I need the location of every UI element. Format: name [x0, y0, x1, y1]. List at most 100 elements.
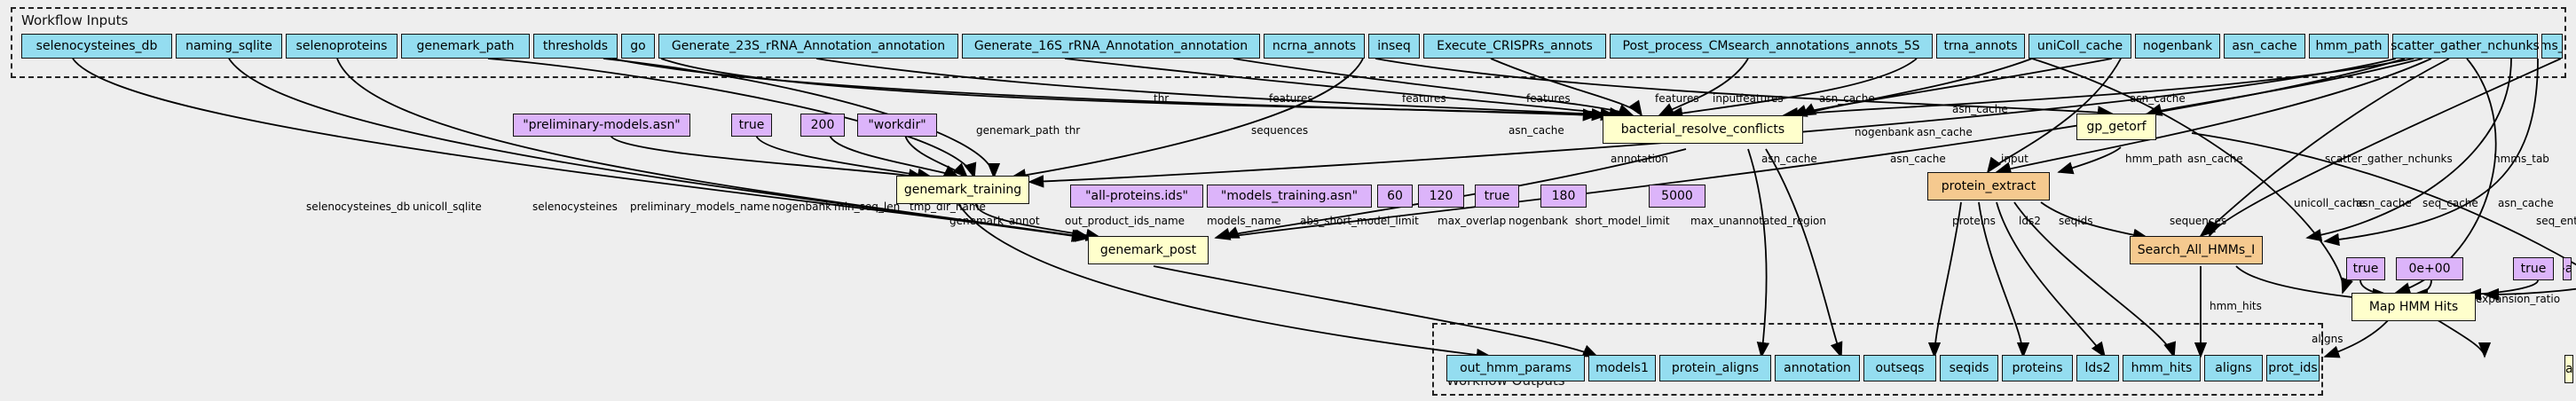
edge-scatter-search: [2305, 58, 2512, 242]
edge-seqalign-map: [2483, 287, 2576, 302]
step-get-offframe-orfs[interactable]: Get off-frame ORFs: [2564, 355, 2573, 383]
edge-asn-post: [1223, 58, 2406, 239]
default-seq-align: "seq-align": [2563, 257, 2572, 280]
step-protein-extract[interactable]: protein_extract: [1927, 172, 2050, 200]
default-60: 60: [1377, 185, 1413, 208]
edge-thresholds: [603, 58, 1001, 179]
edge-asn-pe: [1995, 58, 2432, 175]
output-prot-ids[interactable]: prot_ids: [2266, 355, 2320, 381]
input-inseq[interactable]: inseq: [1368, 34, 1420, 59]
input-selenocysteines-db[interactable]: selenocysteines_db: [21, 34, 172, 59]
edge-label: max_overlap: [1438, 215, 1507, 227]
output-out-hmm-params[interactable]: out_hmm_params: [1446, 355, 1585, 381]
step-gp-getorf[interactable]: gp_getorf: [2076, 114, 2156, 140]
edge-inseq-training: [1010, 58, 1364, 182]
edge-label: asn_cache: [2187, 153, 2243, 165]
input-asn-cache[interactable]: asn_cache: [2224, 34, 2305, 59]
edge-asn-gp: [2146, 58, 2423, 116]
workflow-inputs-title: Workflow Inputs: [21, 12, 129, 28]
edge-label: features: [1526, 92, 1571, 105]
edge-label: abs_short_model_limit: [1300, 215, 1419, 227]
edge-brc-post: [1214, 148, 1687, 240]
edge-brc-annotation: [1765, 148, 1843, 358]
edge-label: features: [1739, 92, 1784, 105]
edge-label: max_unannotated_region: [1690, 215, 1826, 227]
input-selenoproteins[interactable]: selenoproteins: [286, 34, 398, 59]
edge-label: hmm_hits: [2210, 300, 2262, 312]
edge-label: seq_entries: [2536, 215, 2576, 227]
edge-label: models_name: [1207, 215, 1281, 227]
step-genemark-training[interactable]: genemark_training: [896, 176, 1029, 204]
input-ncrna-annots[interactable]: ncrna_annots: [1264, 34, 1365, 59]
workflow-inputs-cluster: [11, 7, 2566, 78]
output-models1[interactable]: models1: [1588, 355, 1656, 381]
output-proteins[interactable]: proteins: [2002, 355, 2073, 381]
edge-nogenbank-pe: [1986, 58, 2122, 174]
input-naming-sqlite[interactable]: naming_sqlite: [176, 34, 282, 59]
edge-pe-seqids: [1978, 201, 2030, 358]
input-scatter-gather[interactable]: scatter_gather_nchunks: [2391, 34, 2540, 59]
edge-pe-lds2: [2013, 201, 2176, 358]
edge-label: asn_cache: [1819, 92, 1875, 105]
output-lds2[interactable]: lds2: [2076, 355, 2119, 381]
edge-label: genemark_annot: [949, 215, 1040, 227]
input-hmms-tab[interactable]: hmms_tab: [2541, 34, 2563, 59]
edge-go-brc: [660, 58, 1608, 122]
edge-thresholds-brc: [611, 58, 1599, 122]
output-aligns[interactable]: aligns: [2204, 355, 2263, 381]
default-models-training: "models_training.asn": [1207, 185, 1372, 208]
edge-pe-outseqs: [1927, 201, 1962, 358]
edge-label: seq_cache: [2422, 197, 2478, 209]
step-genemark-post[interactable]: genemark_post: [1088, 236, 1209, 264]
default-true-3: true: [2346, 257, 2385, 280]
edge-label: hmm_path: [2125, 153, 2183, 165]
output-hmm-hits[interactable]: hmm_hits: [2123, 355, 2201, 381]
edge-label: sequences: [1251, 124, 1309, 137]
input-thresholds[interactable]: thresholds: [533, 34, 618, 59]
input-hmm-path[interactable]: hmm_path: [2309, 34, 2389, 59]
input-trna-annots[interactable]: trna_annots: [1936, 34, 2025, 59]
edge-label: scatter_gather_nchunks: [2325, 153, 2453, 165]
input-nogenbank[interactable]: nogenbank: [2135, 34, 2220, 59]
output-seqids[interactable]: seqids: [1940, 355, 1998, 381]
output-outseqs[interactable]: outseqs: [1863, 355, 1936, 381]
default-true-4: true: [2513, 257, 2554, 280]
default-workdir: "workdir": [857, 114, 937, 137]
edge-hmmpath-search: [2209, 58, 2562, 238]
input-unicoll-cache[interactable]: uniColl_cache: [2029, 34, 2131, 59]
edge-23s-brc: [815, 58, 1617, 122]
edge-label: seqids: [2059, 215, 2093, 227]
edge-training-post: [975, 203, 1102, 241]
edge-label: asn_cache: [1917, 126, 1973, 138]
input-5s[interactable]: Post_process_CMsearch_annotations_annots…: [1610, 34, 1933, 59]
output-protein-aligns[interactable]: protein_aligns: [1659, 355, 1771, 381]
edge-5s-brc: [1658, 58, 1749, 116]
edge-label: asn_cache: [1761, 153, 1817, 165]
edge-unicoll-brc: [1800, 58, 2033, 116]
edge-label: short_model_limit: [1575, 215, 1670, 227]
edge-label: asn_cache: [2356, 197, 2412, 209]
edge-label: nogenbank: [1509, 215, 1569, 227]
edge-selenocysteines-db: [72, 58, 1088, 242]
output-annotation[interactable]: annotation: [1775, 355, 1860, 381]
step-bacterial-resolve-conflicts[interactable]: bacterial_resolve_conflicts: [1603, 115, 1803, 144]
input-go[interactable]: go: [621, 34, 655, 59]
edge-trna-brc: [1666, 58, 1918, 120]
edge-hmmstab-search: [2323, 58, 2539, 247]
edge-label: aligns: [2312, 333, 2344, 345]
edge-label: thr: [1154, 92, 1170, 105]
edge-genemark-path: [487, 58, 977, 179]
step-search-all-hmms[interactable]: Search_All_HMMs_I: [2130, 236, 2263, 264]
input-23s[interactable]: Generate_23S_rRNA_Annotation_annotation: [658, 34, 958, 59]
input-crispr[interactable]: Execute_CRISPRs_annots: [1423, 34, 1606, 59]
step-map-hmm-hits[interactable]: Map HMM Hits: [2351, 293, 2476, 321]
edge-gp-pe: [2057, 146, 2122, 175]
edge-label: asn_cache: [2498, 197, 2554, 209]
input-genemark-path[interactable]: genemark_path: [401, 34, 530, 59]
edge-label: features: [1269, 92, 1313, 105]
default-180: 180: [1540, 185, 1587, 208]
default-200: 200: [800, 114, 845, 137]
edge-label: nogenbank: [1855, 126, 1915, 138]
default-5000: 5000: [1649, 185, 1706, 208]
input-16s[interactable]: Generate_16S_rRNA_Annotation_annotation: [962, 34, 1260, 59]
